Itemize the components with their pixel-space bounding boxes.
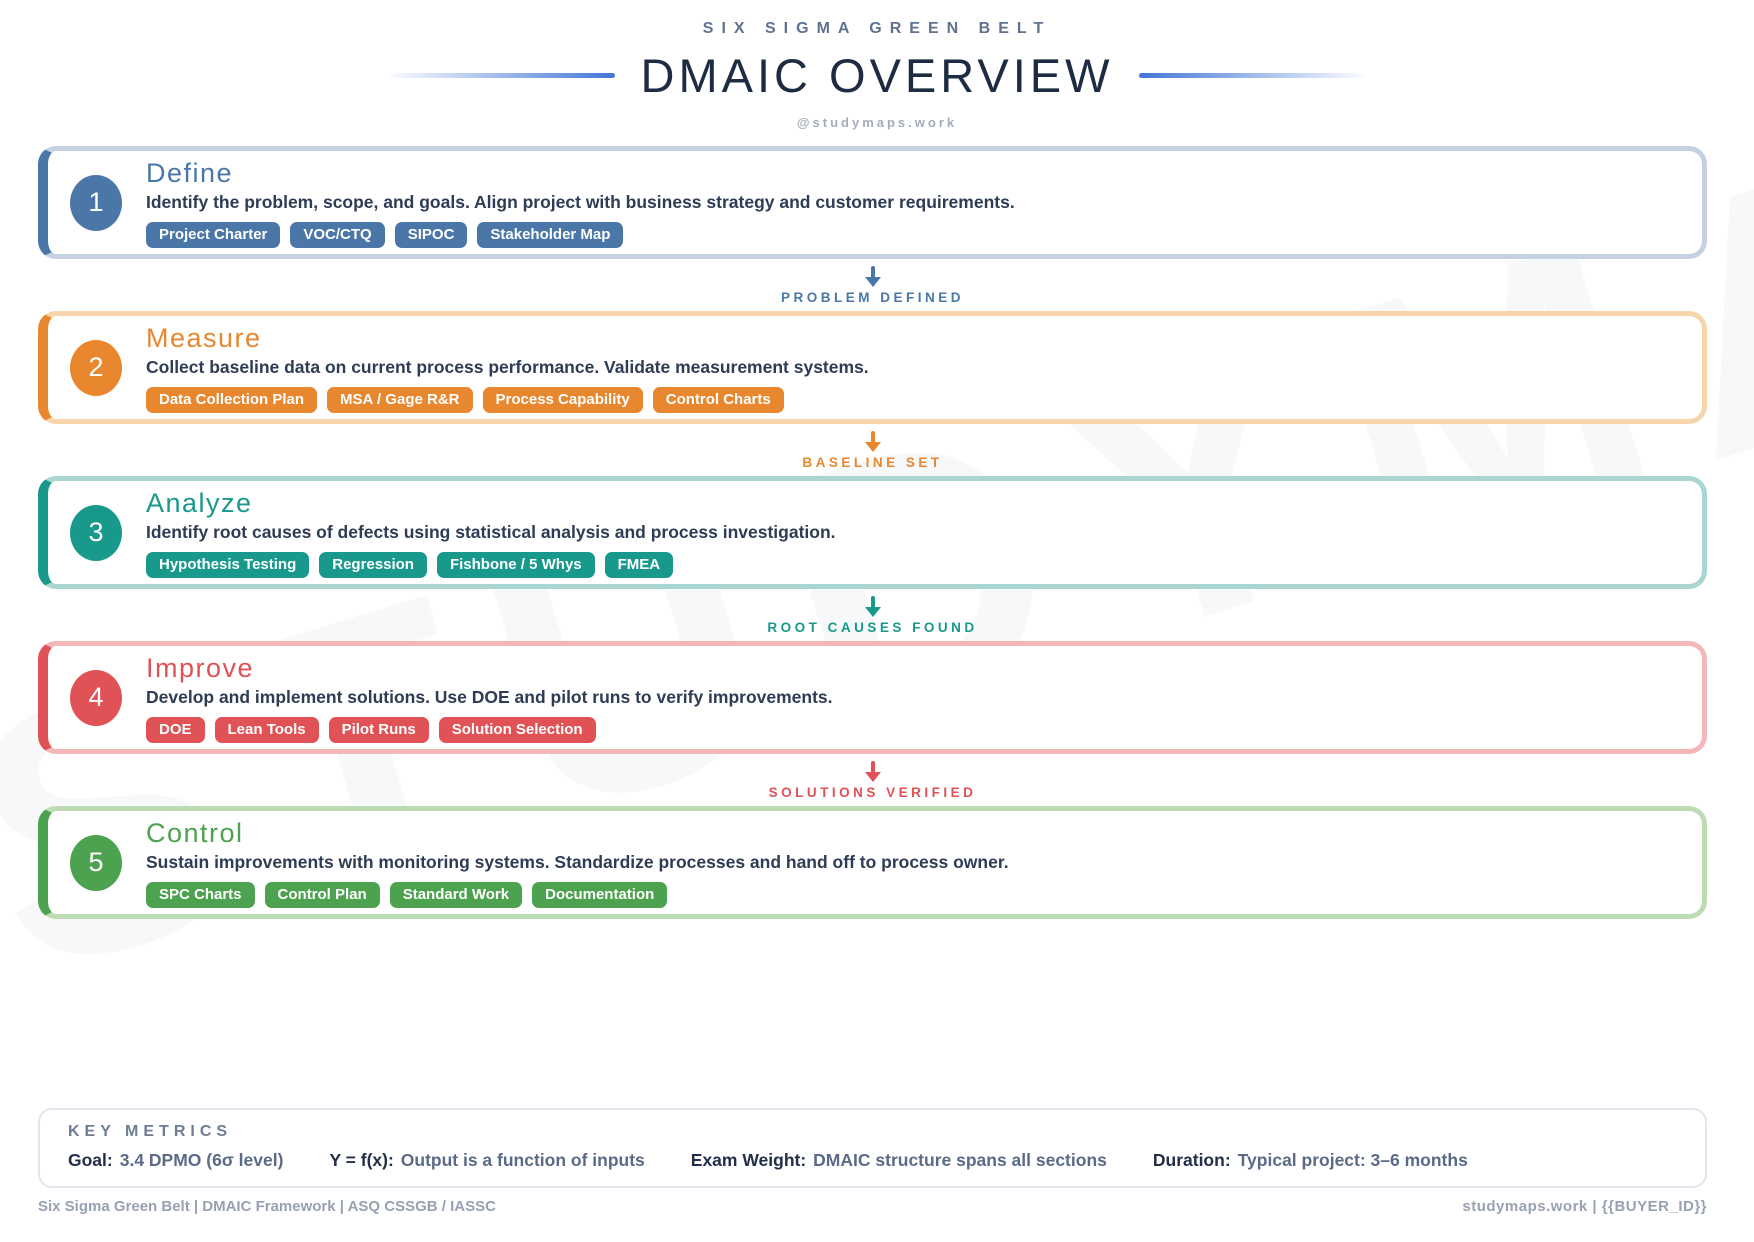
stage-title: Measure bbox=[146, 323, 262, 354]
key-metrics-heading: KEY METRICS bbox=[68, 1123, 233, 1140]
tool-tag: FMEA bbox=[604, 551, 674, 578]
metric-label: Y = f(x): bbox=[329, 1150, 394, 1170]
metric-label: Goal: bbox=[68, 1150, 113, 1170]
tool-tag: Fishbone / 5 Whys bbox=[436, 551, 595, 578]
stage-number-badge: 3 bbox=[70, 504, 122, 561]
stage-body: Define Identify the problem, scope, and … bbox=[146, 157, 1015, 248]
stage-description: Develop and implement solutions. Use DOE… bbox=[146, 686, 833, 707]
metric-y-fx: Y = f(x): Output is a function of inputs bbox=[329, 1150, 644, 1171]
author-handle: @studymaps.work bbox=[796, 115, 958, 130]
tool-tag: Stakeholder Map bbox=[477, 221, 624, 248]
stage-number-badge: 4 bbox=[70, 669, 122, 726]
tool-tag: MSA / Gage R&R bbox=[327, 386, 473, 413]
key-metrics-row: Goal: 3.4 DPMO (6σ level) Y = f(x): Output… bbox=[68, 1150, 1677, 1171]
metric-exam-weight: Exam Weight: DMAIC structure spans all se… bbox=[691, 1150, 1107, 1171]
transition-problem-defined: PROBLEM DEFINED bbox=[38, 259, 1707, 311]
tool-tag: Data Collection Plan bbox=[146, 386, 318, 413]
stage-description: Collect baseline data on current process… bbox=[146, 356, 869, 377]
tag-row: SPC Charts Control Plan Standard Work Do… bbox=[146, 881, 1009, 908]
metric-goal: Goal: 3.4 DPMO (6σ level) bbox=[68, 1150, 283, 1171]
footer-credits: Six Sigma Green Belt | DMAIC Framework |… bbox=[38, 1198, 496, 1215]
stage-description: Identify root causes of defects using st… bbox=[146, 521, 836, 542]
stage-description: Identify the problem, scope, and goals. … bbox=[146, 191, 1015, 212]
stage-card-measure: 2 Measure Collect baseline data on curre… bbox=[38, 311, 1707, 424]
tool-tag: Project Charter bbox=[146, 221, 281, 248]
tool-tag: Control Charts bbox=[652, 386, 784, 413]
tag-row: Project Charter VOC/CTQ SIPOC Stakeholde… bbox=[146, 221, 1015, 248]
title-rule-right bbox=[1139, 73, 1370, 78]
stage-body: Improve Develop and implement solutions.… bbox=[146, 652, 833, 743]
down-arrow-icon bbox=[864, 265, 881, 287]
stage-card-analyze: 3 Analyze Identify root causes of defect… bbox=[38, 476, 1707, 589]
stage-card-control: 5 Control Sustain improvements with moni… bbox=[38, 806, 1707, 919]
down-arrow-icon bbox=[864, 430, 881, 452]
transition-label: PROBLEM DEFINED bbox=[780, 289, 964, 305]
page-header: SIX SIGMA GREEN BELT DMAIC OVERVIEW @stu… bbox=[0, 0, 1754, 130]
tool-tag: Standard Work bbox=[389, 881, 523, 908]
stage-card-improve: 4 Improve Develop and implement solution… bbox=[38, 641, 1707, 754]
stage-title: Analyze bbox=[146, 488, 253, 519]
metric-label: Duration: bbox=[1152, 1150, 1231, 1170]
stage-number-badge: 2 bbox=[70, 339, 122, 396]
stage-number-badge: 5 bbox=[70, 834, 122, 891]
tag-row: Data Collection Plan MSA / Gage R&R Proc… bbox=[146, 386, 869, 413]
stage-card-define: 1 Define Identify the problem, scope, an… bbox=[38, 146, 1707, 259]
tool-tag: Documentation bbox=[532, 881, 668, 908]
metric-value: Output is a function of inputs bbox=[400, 1150, 645, 1170]
transition-label: BASELINE SET bbox=[802, 454, 943, 470]
tool-tag: Pilot Runs bbox=[328, 716, 429, 743]
stage-body: Measure Collect baseline data on current… bbox=[146, 322, 869, 413]
page-title: DMAIC OVERVIEW bbox=[640, 49, 1114, 102]
stage-title: Improve bbox=[146, 653, 255, 684]
stage-description: Sustain improvements with monitoring sys… bbox=[146, 851, 1009, 872]
stage-title: Define bbox=[146, 158, 234, 189]
stage-number-badge: 1 bbox=[70, 174, 122, 231]
metric-value: DMAIC structure spans all sections bbox=[813, 1150, 1107, 1170]
transition-label: ROOT CAUSES FOUND bbox=[767, 619, 978, 635]
title-rule-left bbox=[384, 73, 615, 78]
metric-value: Typical project: 3–6 months bbox=[1237, 1150, 1468, 1170]
down-arrow-icon bbox=[864, 595, 881, 617]
tool-tag: Hypothesis Testing bbox=[146, 551, 310, 578]
key-metrics-panel: KEY METRICS Goal: 3.4 DPMO (6σ level) Y =… bbox=[38, 1108, 1707, 1188]
tool-tag: Lean Tools bbox=[214, 716, 319, 743]
tool-tag: DOE bbox=[146, 716, 205, 743]
tool-tag: SIPOC bbox=[394, 221, 468, 248]
metric-value: 3.4 DPMO (6σ level) bbox=[119, 1150, 284, 1170]
footer-branding: studymaps.work | {{BUYER_ID}} bbox=[1462, 1198, 1707, 1215]
tool-tag: SPC Charts bbox=[146, 881, 255, 908]
stage-body: Control Sustain improvements with monito… bbox=[146, 817, 1009, 908]
tool-tag: VOC/CTQ bbox=[290, 221, 385, 248]
transition-label: SOLUTIONS VERIFIED bbox=[768, 784, 977, 800]
eyebrow-label: SIX SIGMA GREEN BELT bbox=[702, 20, 1052, 37]
tool-tag: Solution Selection bbox=[438, 716, 596, 743]
transition-root-causes-found: ROOT CAUSES FOUND bbox=[38, 589, 1707, 641]
transition-baseline-set: BASELINE SET bbox=[38, 424, 1707, 476]
dmaic-flow: 1 Define Identify the problem, scope, an… bbox=[38, 146, 1707, 919]
tool-tag: Process Capability bbox=[482, 386, 643, 413]
tool-tag: Regression bbox=[319, 551, 427, 578]
transition-solutions-verified: SOLUTIONS VERIFIED bbox=[38, 754, 1707, 806]
page-footer: Six Sigma Green Belt | DMAIC Framework |… bbox=[38, 1198, 1707, 1215]
tag-row: DOE Lean Tools Pilot Runs Solution Selec… bbox=[146, 716, 833, 743]
tag-row: Hypothesis Testing Regression Fishbone /… bbox=[146, 551, 836, 578]
stage-body: Analyze Identify root causes of defects … bbox=[146, 487, 836, 578]
metric-label: Exam Weight: bbox=[690, 1150, 807, 1170]
metric-duration: Duration: Typical project: 3–6 months bbox=[1153, 1150, 1468, 1171]
stage-title: Control bbox=[146, 818, 244, 849]
title-row: DMAIC OVERVIEW bbox=[0, 48, 1754, 103]
down-arrow-icon bbox=[864, 760, 881, 782]
tool-tag: Control Plan bbox=[264, 881, 380, 908]
